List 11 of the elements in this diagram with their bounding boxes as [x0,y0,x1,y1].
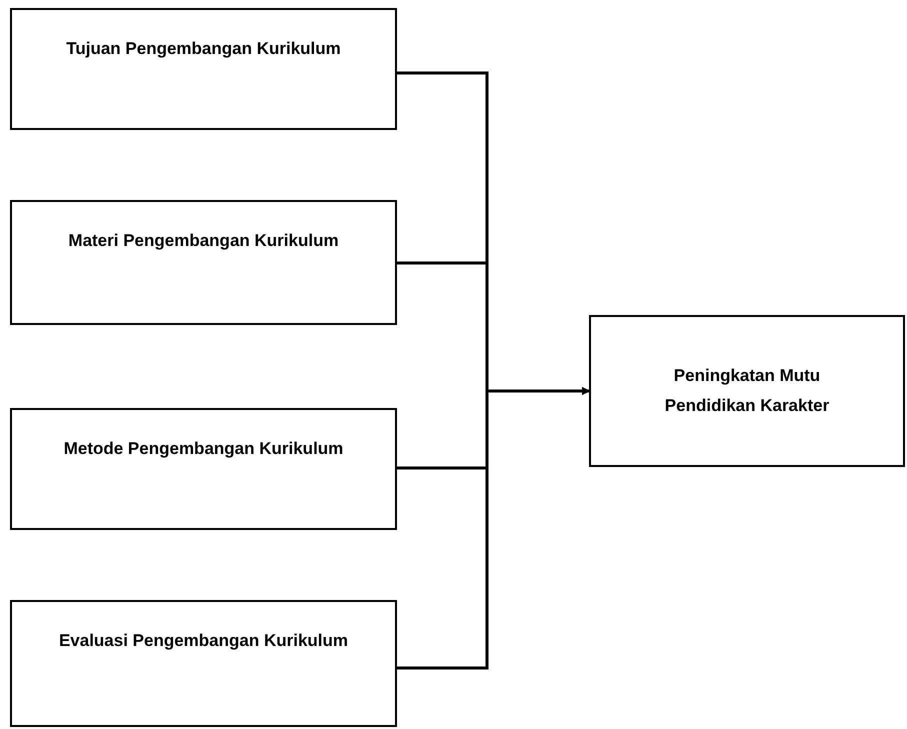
process-box [10,8,397,130]
process-box [10,200,397,325]
box-label: Tujuan Pengembangan Kurikulum [66,38,341,60]
connector-arrow [397,387,590,670]
box-label: Evaluasi Pengembangan Kurikulum [58,630,348,652]
box-label: Metode Pengembangan Kurikulum [64,438,344,460]
box-label: Materi Pengembangan Kurikulum [68,230,339,252]
process-box [10,408,397,530]
box-label: Peningkatan Mutu Pendidikan Karakter [664,365,830,417]
process-box [589,315,905,467]
process-box [10,600,397,727]
